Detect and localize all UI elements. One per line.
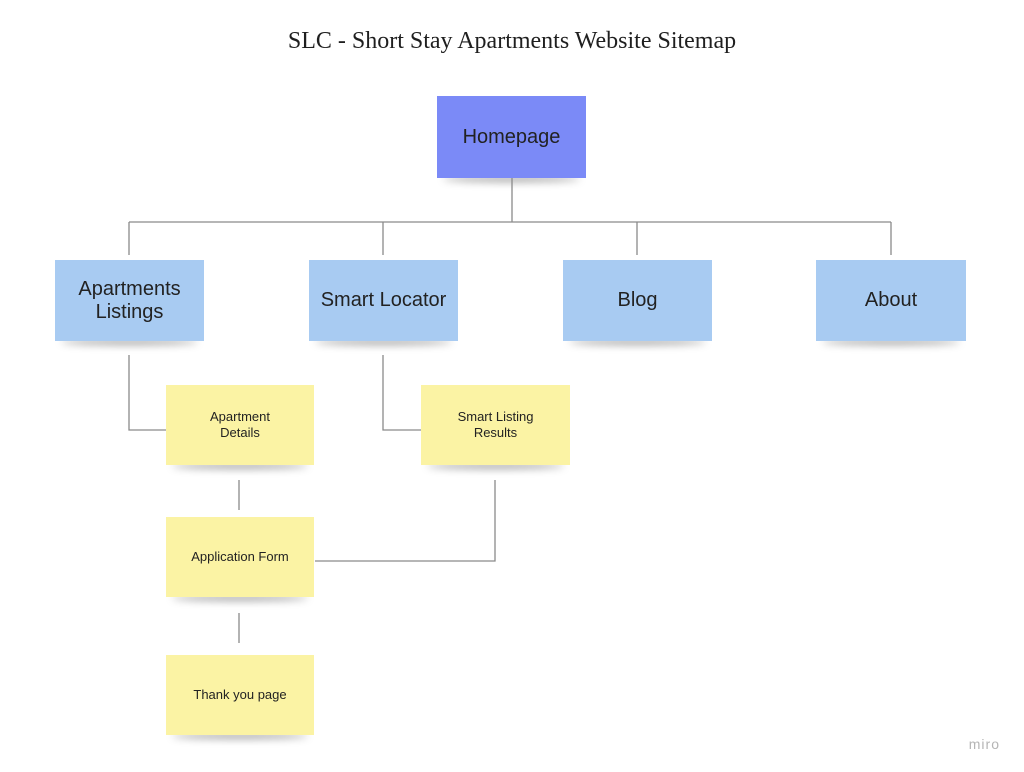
connector-locator-to-results xyxy=(382,355,421,431)
diagram-title: SLC - Short Stay Apartments Website Site… xyxy=(287,28,737,54)
connector-results-to-form xyxy=(315,480,496,562)
node-homepage[interactable]: Homepage xyxy=(437,96,586,178)
node-about[interactable]: About xyxy=(816,260,966,341)
node-application-form-label: Application Form xyxy=(191,549,289,565)
node-thank-you-page[interactable]: Thank you page xyxy=(166,655,314,735)
node-application-form[interactable]: Application Form xyxy=(166,517,314,597)
node-blog-label: Blog xyxy=(617,289,658,311)
miro-logo: miro xyxy=(968,736,1000,752)
node-about-label: About xyxy=(864,289,918,311)
node-smart-listing-results-label: Smart Listing Results xyxy=(457,409,534,440)
node-blog[interactable]: Blog xyxy=(563,260,712,341)
node-apartments-listings-label: Apartments Listings xyxy=(78,277,181,323)
node-thank-you-page-label: Thank you page xyxy=(193,687,287,703)
node-apartment-details-label: Apartment Details xyxy=(210,409,270,440)
connector-listings-to-details xyxy=(128,355,166,431)
node-apartment-details[interactable]: Apartment Details xyxy=(166,385,314,465)
node-smart-locator-label: Smart Locator xyxy=(320,289,447,311)
node-smart-listing-results[interactable]: Smart Listing Results xyxy=(421,385,570,465)
node-apartments-listings[interactable]: Apartments Listings xyxy=(55,260,204,341)
node-homepage-label: Homepage xyxy=(462,125,561,148)
node-smart-locator[interactable]: Smart Locator xyxy=(309,260,458,341)
